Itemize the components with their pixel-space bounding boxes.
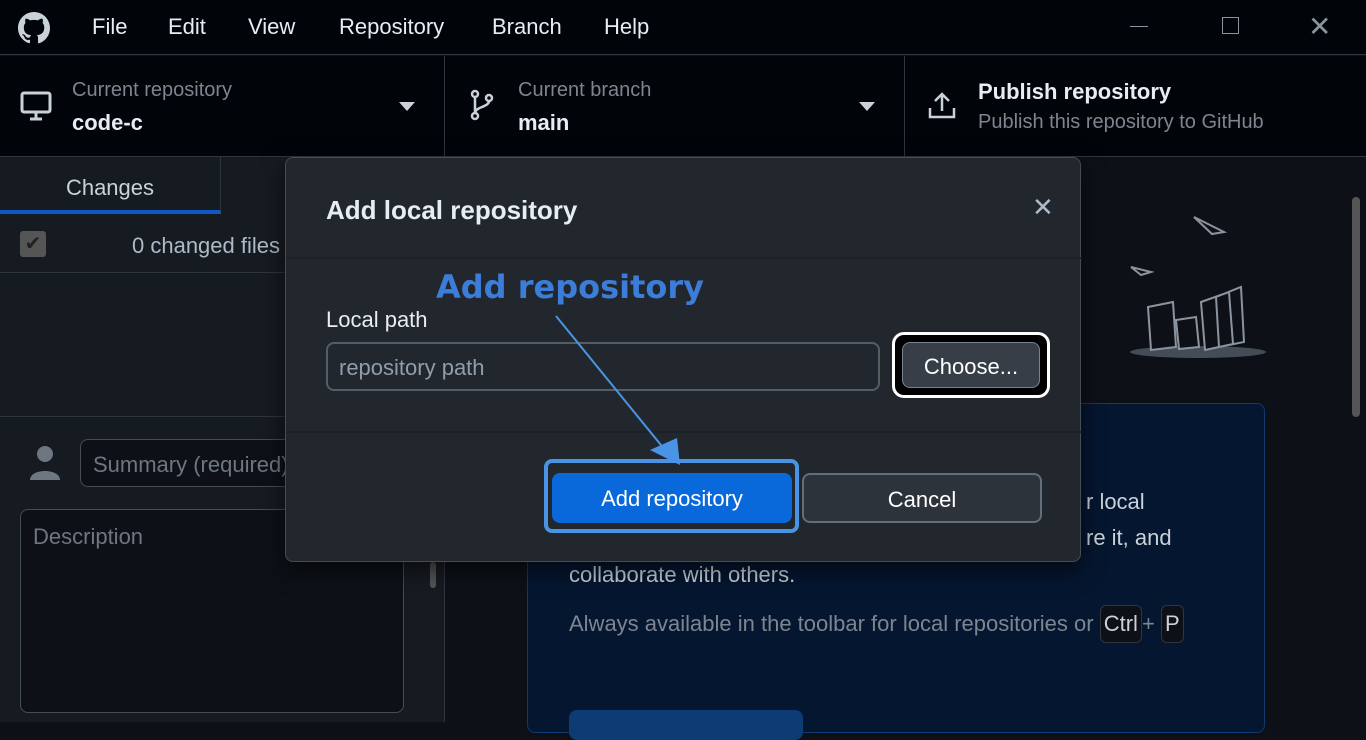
- empty-repo-illustration: [1130, 216, 1266, 358]
- current-repository-button[interactable]: Current repository code-c: [0, 56, 445, 157]
- current-repository-label: Current repository: [72, 79, 233, 101]
- menu-file[interactable]: File: [92, 14, 128, 39]
- changes-header: ✔ 0 changed files: [0, 216, 445, 273]
- close-dialog-icon[interactable]: ✕: [1032, 192, 1054, 222]
- branch-icon: [470, 89, 494, 121]
- hint-text: Always available in the toolbar for loca…: [569, 611, 1094, 636]
- card-text-line2: re it, and: [1086, 525, 1172, 550]
- toolbar: Current repository code-c Current branch…: [0, 56, 1366, 157]
- restore-icon[interactable]: [1222, 17, 1239, 34]
- add-highlight: [544, 459, 799, 533]
- cancel-button[interactable]: Cancel: [802, 473, 1042, 523]
- choose-button[interactable]: Choose...: [902, 342, 1040, 388]
- annotation-label: Add repository: [436, 268, 705, 306]
- card-hint: Always available in the toolbar for loca…: [569, 605, 1229, 643]
- publish-title: Publish repository: [978, 79, 1172, 104]
- title-bar: File Edit View Repository Branch Help ✕: [0, 0, 1366, 55]
- select-all-checkbox[interactable]: ✔: [20, 231, 46, 257]
- menu-branch[interactable]: Branch: [492, 14, 562, 39]
- publish-subtitle: Publish this repository to GitHub: [978, 111, 1264, 133]
- menu-help[interactable]: Help: [604, 14, 650, 39]
- current-repository-value: code-c: [72, 110, 143, 135]
- changed-files-count: 0 changed files: [132, 233, 280, 258]
- local-path-label: Local path: [326, 307, 428, 332]
- current-branch-label: Current branch: [518, 79, 652, 101]
- minimize-icon[interactable]: [1130, 26, 1148, 27]
- card-text-line1: r local: [1086, 489, 1145, 514]
- computer-icon: [20, 91, 52, 121]
- tab-changes[interactable]: Changes: [0, 157, 221, 214]
- close-window-icon[interactable]: ✕: [1308, 11, 1332, 42]
- local-path-input[interactable]: repository path: [326, 342, 880, 391]
- annotation-arrow-icon: [555, 315, 680, 465]
- kbd-ctrl: Ctrl: [1099, 605, 1142, 643]
- upload-icon: [928, 92, 956, 119]
- kbd-p: P: [1160, 605, 1184, 643]
- add-repo-card-button[interactable]: [569, 710, 803, 740]
- add-local-repository-dialog: Add local repository ✕ Local path reposi…: [285, 157, 1082, 562]
- dialog-title: Add local repository: [326, 195, 578, 225]
- scrollbar[interactable]: [1352, 197, 1360, 417]
- chevron-down-icon: [859, 102, 875, 119]
- avatar-icon: [30, 446, 60, 480]
- current-branch-button[interactable]: Current branch main: [445, 56, 905, 157]
- github-logo-icon: [18, 12, 50, 44]
- menu-edit[interactable]: Edit: [168, 14, 206, 39]
- publish-repository-button[interactable]: Publish repository Publish this reposito…: [905, 56, 1366, 157]
- menu-view[interactable]: View: [248, 14, 296, 39]
- current-branch-value: main: [518, 110, 570, 135]
- add-repository-button[interactable]: Add repository: [552, 473, 792, 523]
- chevron-down-icon: [399, 102, 415, 119]
- card-text-line3: collaborate with others.: [569, 562, 796, 587]
- menu-repository[interactable]: Repository: [339, 14, 445, 39]
- tab-changes-label: Changes: [65, 175, 155, 200]
- plus-sign: +: [1141, 611, 1155, 636]
- scrollbar[interactable]: [430, 562, 436, 588]
